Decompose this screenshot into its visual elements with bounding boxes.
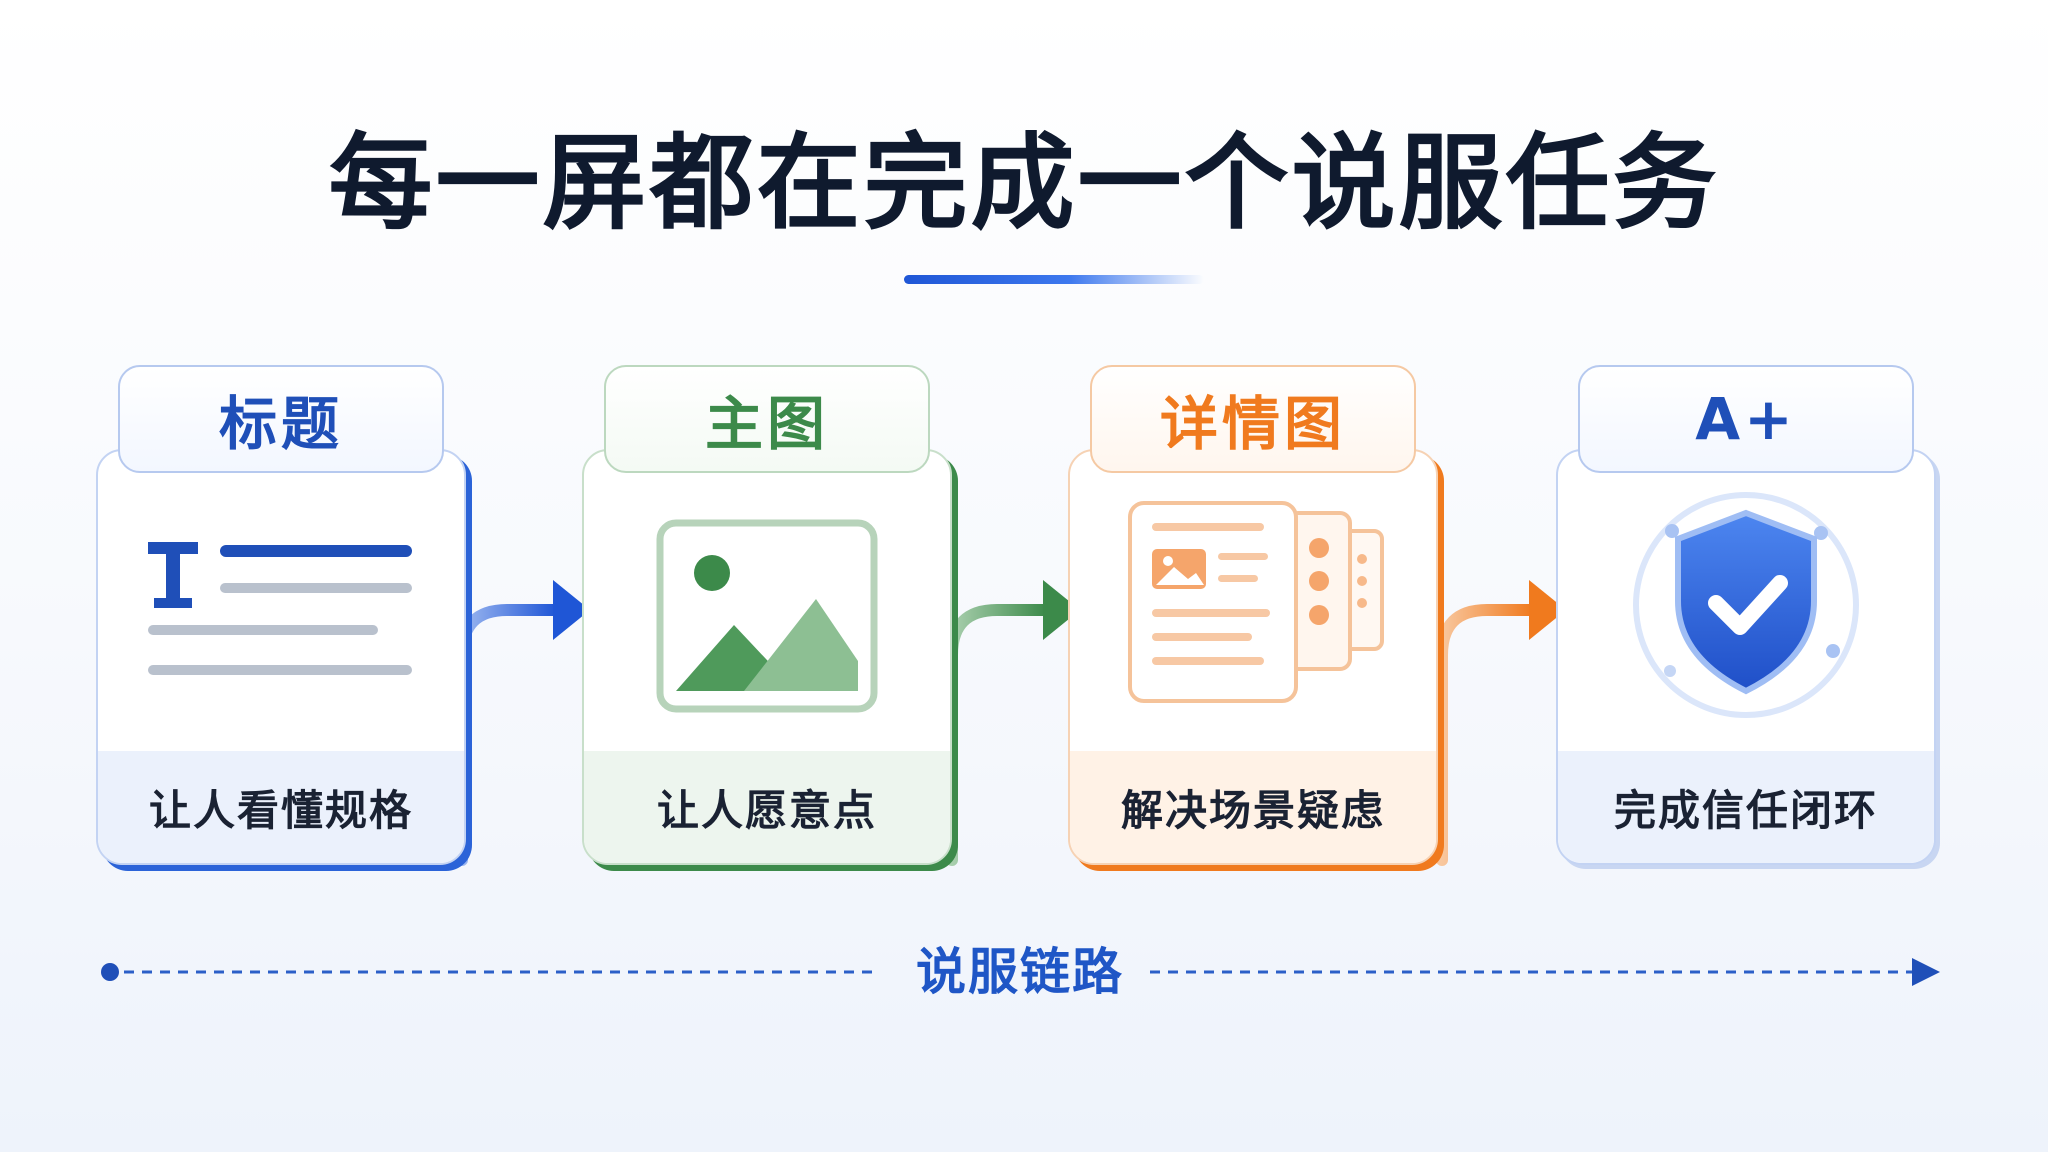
step-card-body: 解决场景疑虑 <box>1068 449 1438 865</box>
page-title: 每一屏都在完成一个说服任务 <box>328 122 1720 244</box>
detail-pages-icon <box>1070 451 1436 755</box>
step-caption: 解决场景疑虑 <box>1070 751 1436 863</box>
persuasion-chain-line <box>101 958 1940 986</box>
step-caption: 完成信任闭环 <box>1558 751 1934 863</box>
shield-check-icon <box>1558 451 1934 755</box>
step-tab: 标题 <box>118 365 444 473</box>
step-card-body: 让人愿意点 <box>582 449 952 865</box>
step-card-body: 完成信任闭环 <box>1556 449 1936 865</box>
step-card-detail-image: 详情图 解决场 <box>1068 365 1438 865</box>
arrow-step3-to-step4 <box>1436 580 1566 866</box>
step-tab: A+ <box>1578 365 1914 473</box>
step-card-title: 标题 让人看懂规格 <box>96 365 466 865</box>
title-underline <box>904 275 1204 284</box>
arrow-step1-to-step2 <box>456 580 590 866</box>
step-caption: 让人愿意点 <box>584 751 950 863</box>
step-tab: 主图 <box>604 365 930 473</box>
step-tab: 详情图 <box>1090 365 1416 473</box>
image-icon <box>584 451 950 755</box>
step-card-a-plus: A+ 完成信任闭环 <box>1556 365 1936 865</box>
text-lines-icon <box>98 451 464 755</box>
step-card-body: 让人看懂规格 <box>96 449 466 865</box>
step-card-main-image: 主图 让人愿意点 <box>582 365 952 865</box>
step-caption: 让人看懂规格 <box>98 751 464 863</box>
arrow-step2-to-step3 <box>946 580 1080 866</box>
chain-label: 说服链路 <box>916 943 1124 1001</box>
